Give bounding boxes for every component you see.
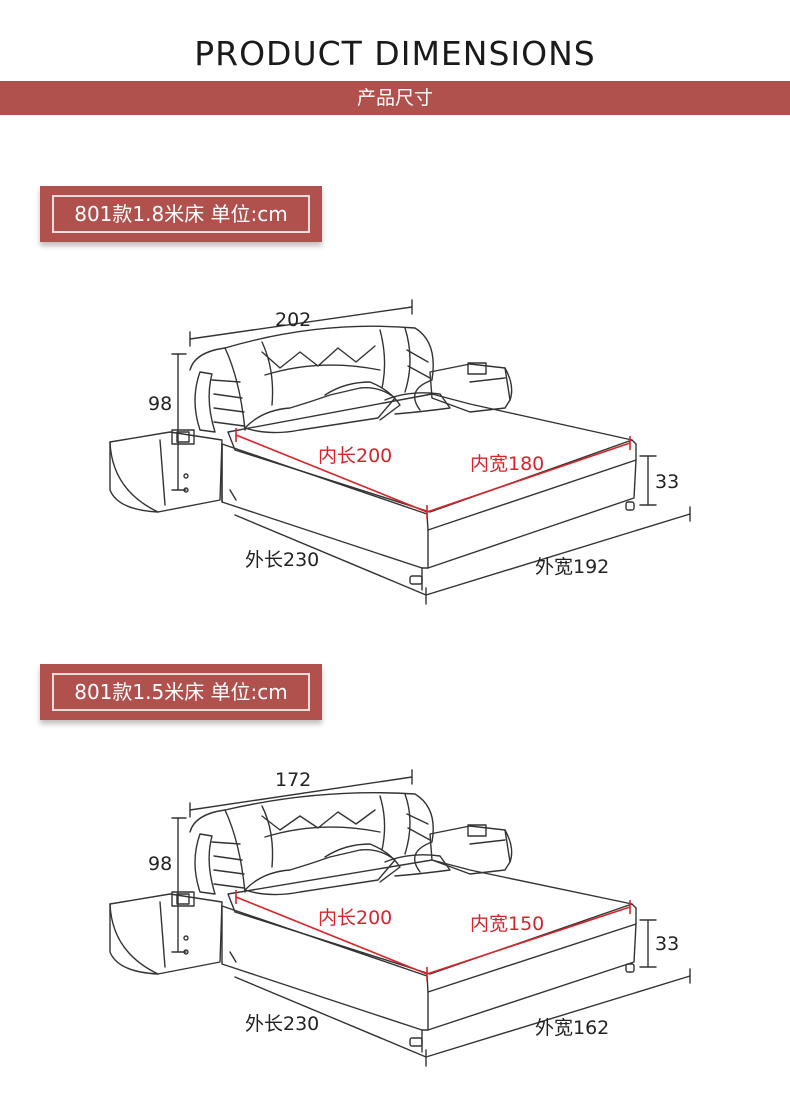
page-title: PRODUCT DIMENSIONS: [194, 34, 596, 73]
bed-2-label-tag: 801款1.5米床 单位:cm: [40, 664, 322, 720]
bed-2-inner-length: 内长200: [318, 907, 392, 929]
bed-2-outer-width: 外宽162: [535, 1017, 609, 1039]
bed-1-top-width: 202: [275, 309, 311, 331]
bed-1-outer-length: 外长230: [245, 549, 319, 571]
bed-1-label-tag: 801款1.8米床 单位:cm: [40, 186, 322, 242]
bed-2-drawing: 172 98 内长200 内宽150 33 外长230 外宽162: [109, 769, 691, 1067]
bed-1-outer-width: 外宽192: [535, 556, 609, 578]
bed-2-label: 801款1.5米床 单位:cm: [52, 673, 310, 711]
bed-1-side-height: 33: [655, 471, 679, 493]
bed-2-side-height: 33: [655, 933, 679, 955]
bed-1-label: 801款1.8米床 单位:cm: [52, 195, 310, 233]
bed-2-outer-length: 外长230: [245, 1013, 319, 1035]
bed-2-top-width: 172: [275, 769, 311, 791]
bed-1-inner-width: 内宽180: [470, 453, 544, 475]
bed-2-height: 98: [148, 853, 172, 875]
bed-1-height: 98: [148, 393, 172, 415]
bed-2-inner-width: 内宽150: [470, 913, 544, 935]
section-banner: 产品尺寸: [0, 81, 790, 115]
bed-1-drawing: 202 98 内长200 内宽180 33 外长230 外宽192: [109, 299, 691, 605]
bed-1-inner-length: 内长200: [318, 445, 392, 467]
